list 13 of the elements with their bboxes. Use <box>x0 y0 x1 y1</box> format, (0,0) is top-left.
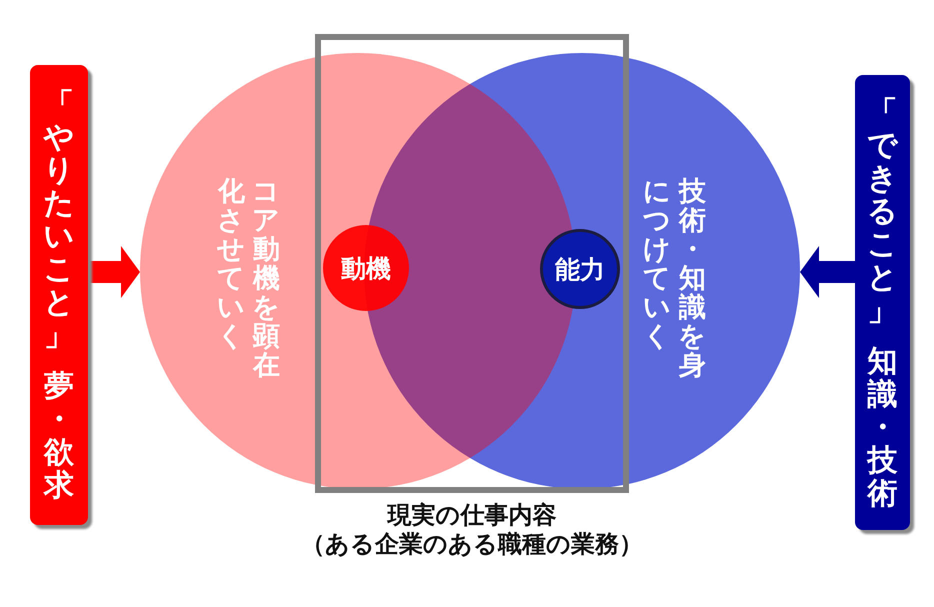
frame-subcaption: （ある企業のある職種の業務） <box>301 530 643 559</box>
box-subtitle: 知識・技術 <box>866 344 898 510</box>
circle-text: 技術・知識を身につけていく <box>644 177 706 380</box>
circle-text: コア動機を顕在化させていく <box>218 177 280 380</box>
arrow <box>800 246 855 298</box>
frame-caption: 現実の仕事内容 <box>388 501 556 530</box>
box-title: 「やりたいこと」 <box>42 88 76 352</box>
arrow <box>88 246 140 298</box>
vertical-label-box <box>855 75 910 530</box>
box-subtitle: 夢・欲求 <box>42 370 75 502</box>
vertical-label-box <box>30 65 88 525</box>
circle-node: 動機 <box>323 225 409 311</box>
box-title: 「できること」 <box>866 96 900 326</box>
